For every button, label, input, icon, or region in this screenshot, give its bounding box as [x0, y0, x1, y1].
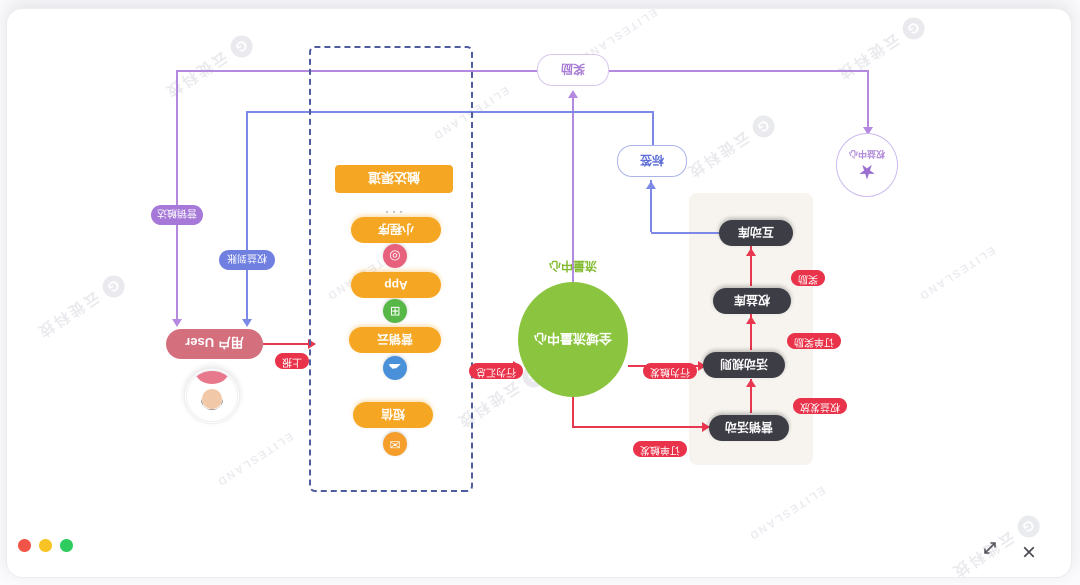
- watermark-brand: ELITESLAND: [915, 243, 998, 303]
- watermark: ELITESLAND: [214, 430, 295, 489]
- edge-user-to-channels: [263, 343, 313, 345]
- watermark-company: 云徙科技: [682, 128, 753, 182]
- sms-icon: ✉: [383, 432, 407, 456]
- chain-rules: 活动规则: [703, 352, 785, 378]
- edge-traffic-to-campaign-v: [572, 397, 574, 427]
- watermark-brand: ELITESLAND: [213, 429, 296, 489]
- window-control-yellow[interactable]: [39, 539, 52, 552]
- watermark-logo-icon: G: [748, 111, 779, 142]
- channel-sms: 短信: [353, 402, 433, 428]
- badge-behavior-trigger: 行为触发: [643, 363, 697, 379]
- edge-reward-to-user-v: [176, 70, 178, 322]
- edge-tag-to-user-v2: [246, 111, 248, 322]
- arrowhead: [568, 85, 578, 98]
- close-icon[interactable]: ×: [1022, 538, 1037, 565]
- window-control-green[interactable]: [60, 539, 73, 552]
- benefit-arrival-pill: 权益到账: [219, 250, 275, 270]
- benefit-center-node: ★ 权益中心: [836, 133, 898, 197]
- badge-order-trigger: 订单触发: [633, 441, 687, 457]
- user-node: 用户 User: [166, 329, 263, 359]
- marketing-reach-pill: 营销触达: [151, 205, 203, 225]
- star-icon: ★: [858, 160, 876, 183]
- mini-program-icon: ◎: [383, 244, 407, 268]
- expand-icon[interactable]: [981, 539, 999, 557]
- watermark-brand: ELITESLAND: [745, 483, 828, 543]
- arrowhead: [646, 176, 656, 189]
- watermark-company: 云徙科技: [160, 48, 231, 102]
- badge-report: 上报: [275, 353, 309, 369]
- edge-traffic-to-campaign-h: [572, 426, 709, 428]
- channel-mini-program: 小程序: [351, 217, 441, 243]
- expand-arrows-icon: [984, 542, 996, 554]
- watermark: ELITESLAND: [746, 484, 827, 543]
- edge-reward-to-benefitcenter-v: [867, 70, 869, 130]
- watermark-logo-icon: G: [98, 271, 129, 302]
- marketing-cloud-icon: ☁: [383, 356, 407, 380]
- edge-interaction-to-tag-h: [651, 232, 719, 234]
- channel-marketing-cloud: 营销云: [349, 327, 441, 353]
- watermark-logo-icon: G: [226, 31, 257, 62]
- edge-traffic-to-reward: [572, 92, 574, 282]
- benefit-center-label: 权益中心: [849, 149, 886, 160]
- person-icon: [186, 370, 238, 422]
- channel-app: App: [351, 272, 441, 298]
- edge-reward-to-benefitcenter-h: [609, 70, 868, 72]
- user-avatar: [184, 368, 240, 424]
- chain-benefit-lib: 权益库: [713, 288, 791, 314]
- watermark-company: 云徙科技: [32, 288, 103, 342]
- reward-node: 奖励: [537, 54, 609, 86]
- badge-behavior-summary: 行为汇总: [469, 363, 523, 379]
- chain-interaction-lib: 互动库: [719, 220, 793, 246]
- app-icon: ⊞: [383, 299, 407, 323]
- edge-tag-to-user-v1: [652, 111, 654, 147]
- badge-order-reward: 订单奖励: [787, 333, 841, 349]
- window-control-red[interactable]: [18, 539, 31, 552]
- chain-campaign: 营销活动: [709, 415, 789, 441]
- traffic-center-caption: 流量中心: [549, 259, 598, 273]
- channels-title: 触达渠道: [335, 165, 453, 193]
- traffic-center-node: 全域流量中心: [518, 282, 628, 397]
- badge-reward: 奖励: [791, 270, 825, 286]
- badge-benefit-grant: 权益发放: [793, 398, 847, 414]
- watermark-logo-icon: G: [898, 13, 929, 44]
- watermark: ELITESLAND: [916, 244, 997, 303]
- tag-node: 标签: [617, 145, 687, 177]
